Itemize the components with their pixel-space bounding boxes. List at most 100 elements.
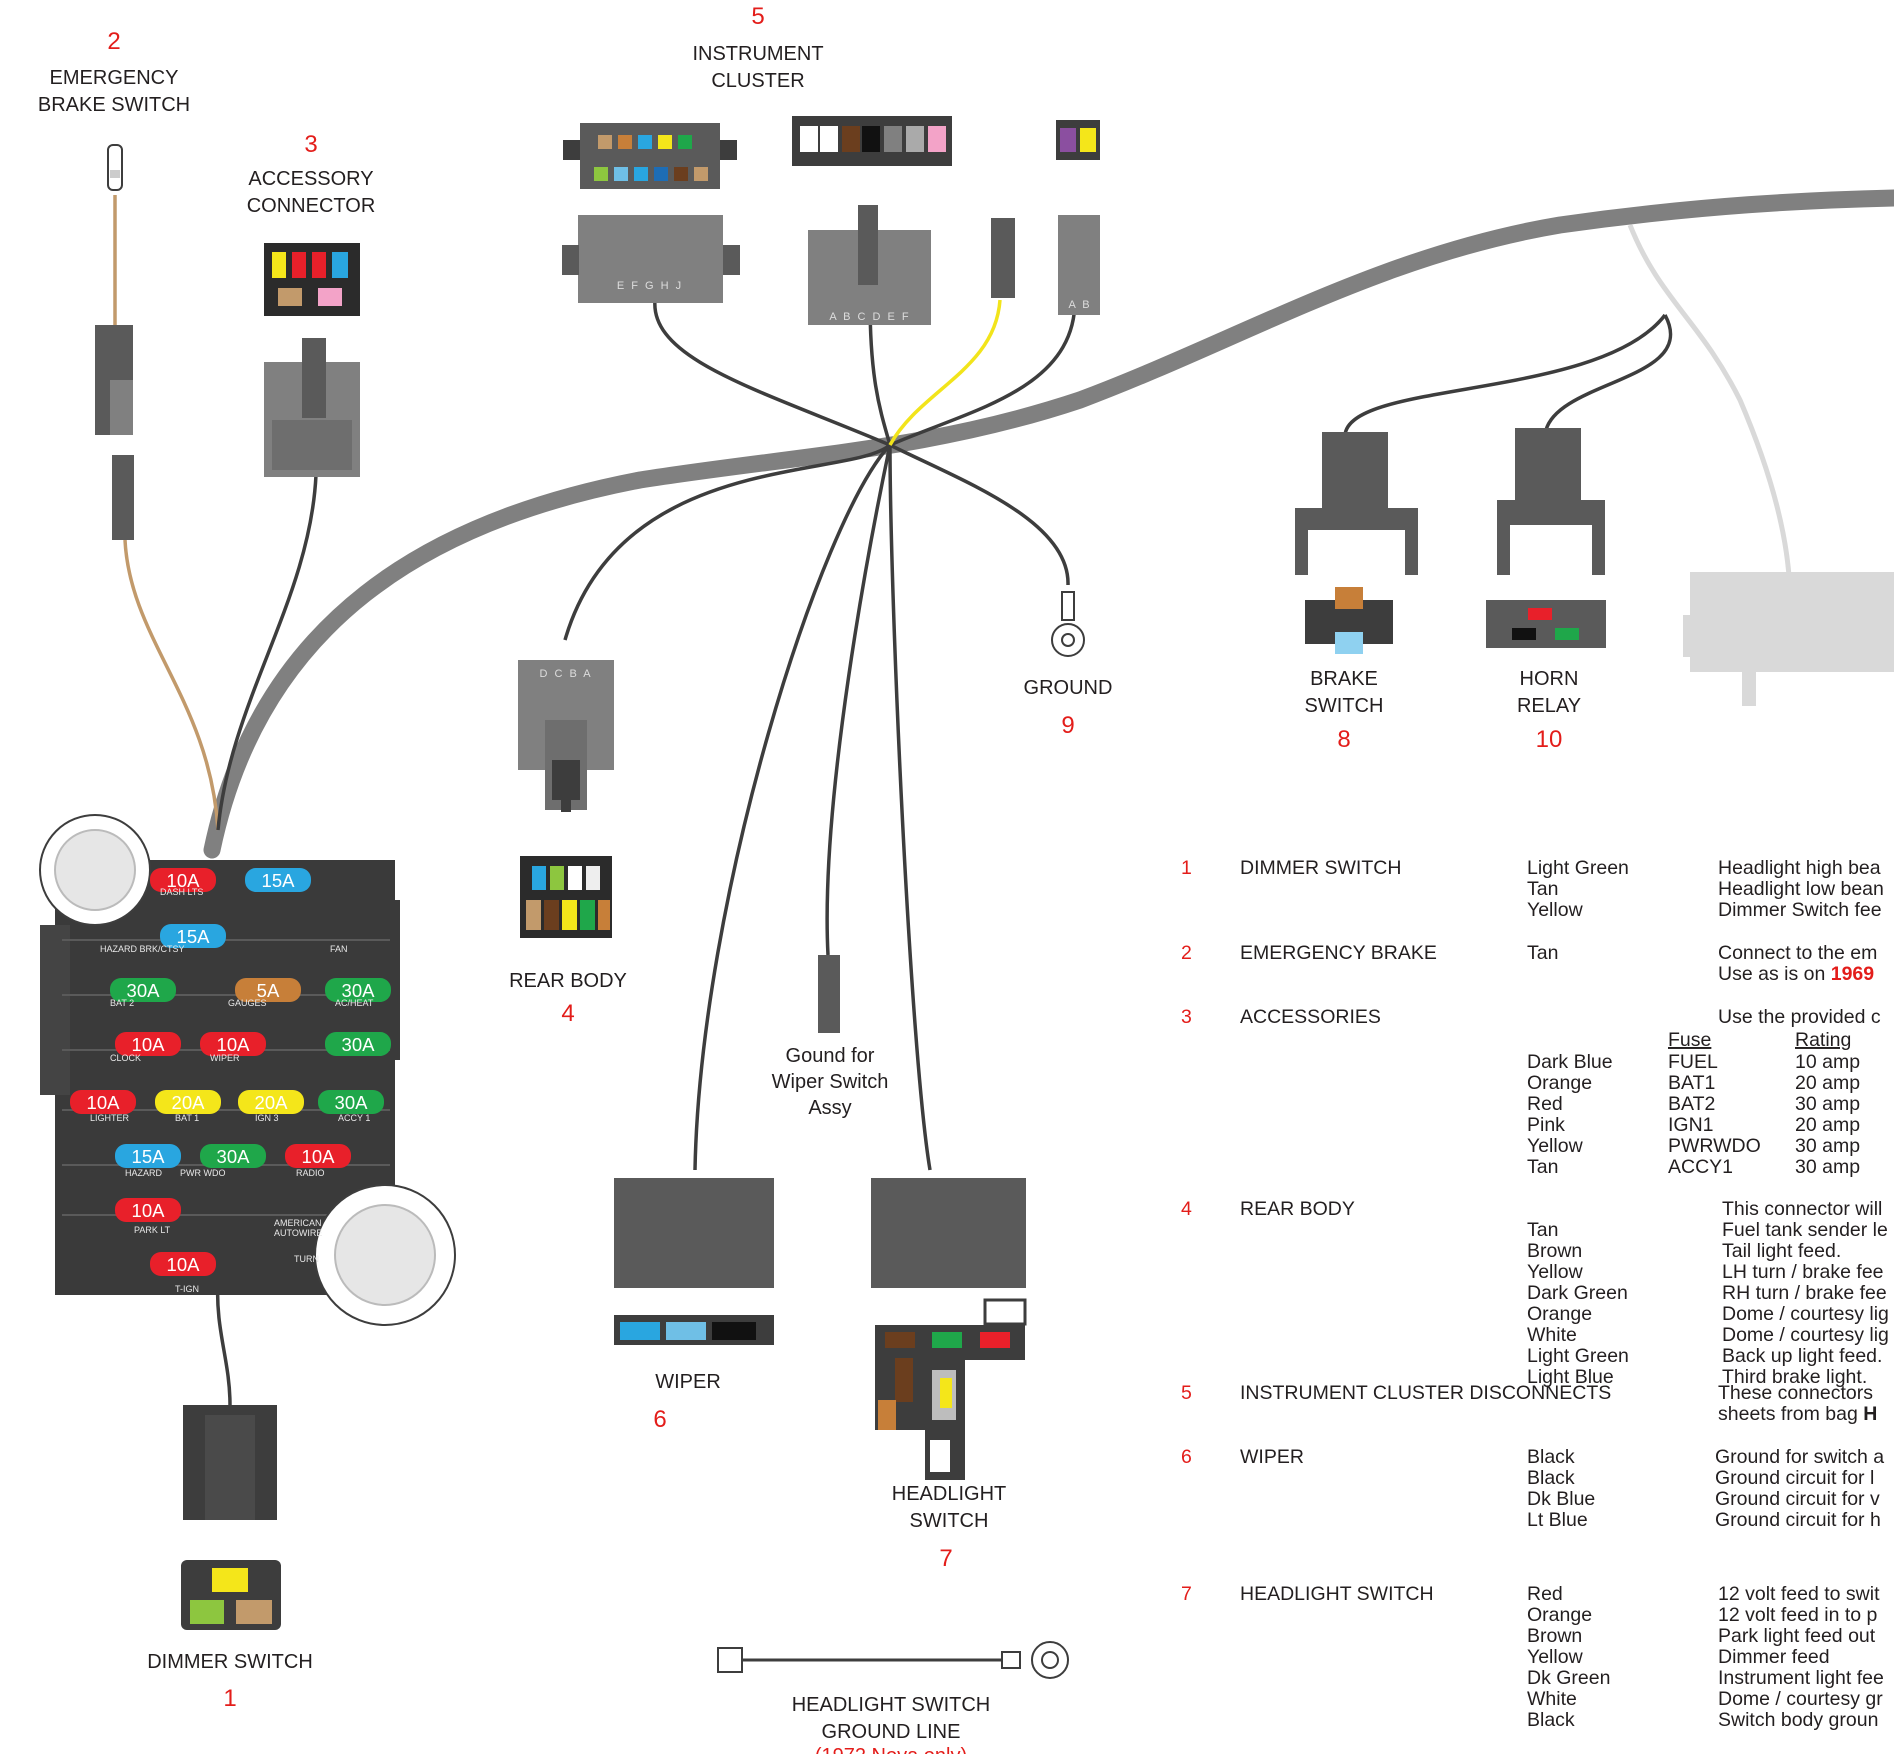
fuse: 20A bbox=[155, 1090, 221, 1114]
rb-desc: Fuel tank sender le bbox=[1722, 1219, 1888, 1241]
row7-num: 7 bbox=[1181, 1583, 1192, 1605]
c8-label-1: BRAKE bbox=[1310, 668, 1378, 690]
acc-rating: 10 amp bbox=[1795, 1051, 1860, 1073]
hl-color: White bbox=[1527, 1688, 1577, 1710]
row3-name: ACCESSORIES bbox=[1240, 1006, 1381, 1028]
row1-color-3: Yellow bbox=[1527, 899, 1584, 921]
c7-num: 7 bbox=[939, 1545, 952, 1572]
acc-rating: 30 amp bbox=[1795, 1156, 1860, 1178]
fuse-label-turn: TURN bbox=[294, 1254, 319, 1264]
acc-color: Tan bbox=[1527, 1156, 1558, 1178]
wiper-color: Black bbox=[1527, 1467, 1575, 1489]
rb-desc: Tail light feed. bbox=[1722, 1240, 1841, 1262]
wiper-desc: Ground circuit for h bbox=[1715, 1509, 1881, 1531]
hl-ground-label-3: (1972 Nova only) bbox=[815, 1745, 967, 1754]
hl-desc: 12 volt feed to swit bbox=[1718, 1583, 1880, 1605]
fuse-body bbox=[115, 1032, 181, 1056]
acc-rating: 30 amp bbox=[1795, 1135, 1860, 1157]
row2-bold-year: 1969 bbox=[1831, 963, 1875, 985]
c10-num: 10 bbox=[1536, 726, 1563, 753]
hl-color: Black bbox=[1527, 1709, 1575, 1731]
fuse-label-fan: FAN bbox=[330, 944, 348, 954]
fuse-label: 30A bbox=[127, 980, 161, 1001]
hl-desc: Park light feed out bbox=[1718, 1625, 1876, 1647]
c7-label-1: HEADLIGHT bbox=[892, 1483, 1006, 1505]
hl-color: Red bbox=[1527, 1583, 1563, 1605]
c5-label-2: CLUSTER bbox=[711, 70, 804, 92]
c6-num: 6 bbox=[653, 1406, 666, 1433]
fuse-body bbox=[235, 978, 301, 1002]
accessory-connector bbox=[264, 243, 360, 477]
fuse-label: 5A bbox=[257, 980, 280, 1001]
fuse-label-autowire: AUTOWIRE bbox=[274, 1228, 322, 1238]
rb-color: Yellow bbox=[1527, 1261, 1584, 1283]
c10-label-1: HORN bbox=[1520, 668, 1579, 690]
acc-color: Orange bbox=[1527, 1072, 1592, 1094]
fuse-label: 10A bbox=[132, 1034, 166, 1055]
fuse: 10A bbox=[200, 1032, 266, 1056]
row2-name: EMERGENCY BRAKE bbox=[1240, 942, 1437, 964]
row5-num: 5 bbox=[1181, 1382, 1192, 1404]
acc-fuse: FUEL bbox=[1668, 1051, 1718, 1073]
fuse: 15A bbox=[160, 924, 226, 948]
hl-color: Brown bbox=[1527, 1625, 1582, 1647]
brake-switch-connector bbox=[1295, 432, 1418, 654]
fuse-label: 30A bbox=[335, 1092, 369, 1113]
fuse: 10A bbox=[115, 1032, 181, 1056]
c5-pins-right: A B bbox=[1068, 299, 1091, 311]
fuse-label: 15A bbox=[262, 870, 296, 891]
c7-label-2: SWITCH bbox=[910, 1510, 989, 1532]
fuse: 30A bbox=[325, 978, 391, 1002]
c9-num: 9 bbox=[1061, 712, 1074, 739]
rb-desc: Back up light feed. bbox=[1722, 1345, 1882, 1367]
rb-desc: Dome / courtesy lig bbox=[1722, 1303, 1889, 1325]
fuse-body bbox=[238, 1090, 304, 1114]
c3-num: 3 bbox=[304, 131, 317, 158]
fuse-body bbox=[318, 1090, 384, 1114]
fuse: 10A bbox=[285, 1144, 351, 1168]
c4-num: 4 bbox=[561, 1000, 574, 1027]
wire-table: 1 DIMMER SWITCH Light Green Tan Yellow H… bbox=[1181, 857, 1889, 1731]
row1-desc-2: Headlight low bean bbox=[1718, 878, 1884, 900]
hl-color: Orange bbox=[1527, 1604, 1592, 1626]
tan-wire bbox=[113, 195, 220, 831]
fuse-label-american: AMERICAN bbox=[274, 1218, 322, 1228]
row2-desc-2: Use as is on 1969 bbox=[1718, 963, 1874, 985]
fuse: 30A bbox=[110, 978, 176, 1002]
fuse-label: 15A bbox=[132, 1146, 166, 1167]
c2-label-1: EMERGENCY bbox=[50, 67, 179, 89]
fuse: 30A bbox=[200, 1144, 266, 1168]
fuse: 15A bbox=[245, 868, 311, 892]
fuse-block bbox=[39, 814, 456, 1326]
wiper-connector bbox=[614, 1178, 774, 1345]
row5-bold-bag: H bbox=[1863, 1403, 1877, 1425]
fuse-body bbox=[200, 1144, 266, 1168]
hl-desc: Dome / courtesy gr bbox=[1718, 1688, 1883, 1710]
rb-color: White bbox=[1527, 1324, 1577, 1346]
fuse-body bbox=[115, 1144, 181, 1168]
rb-color: Light Blue bbox=[1527, 1366, 1614, 1388]
fuse-label: 10A bbox=[302, 1146, 336, 1167]
rb-desc: This connector will bbox=[1722, 1198, 1882, 1220]
headlight-ground-line bbox=[717, 1641, 1069, 1679]
fuse-label-lighter: LIGHTER bbox=[90, 1113, 130, 1123]
rb-desc: Third brake light. bbox=[1722, 1366, 1867, 1388]
fuse-label: 30A bbox=[342, 980, 376, 1001]
row3-desc-1: Use the provided c bbox=[1718, 1006, 1881, 1028]
acc-fuse: PWRWDO bbox=[1668, 1135, 1761, 1157]
fuse-label-clock: CLOCK bbox=[110, 1053, 141, 1063]
fuse-label-t-ign: T-IGN bbox=[175, 1284, 199, 1294]
wiper-desc: Ground circuit for v bbox=[1715, 1488, 1880, 1510]
ground-terminal bbox=[1051, 591, 1085, 657]
fuse-body bbox=[70, 1090, 136, 1114]
row5-desc-1: These connectors bbox=[1718, 1382, 1873, 1404]
c5-pins-mid: A B C D E F bbox=[829, 311, 910, 323]
row7-name: HEADLIGHT SWITCH bbox=[1240, 1583, 1434, 1605]
fuse: 10A bbox=[115, 1198, 181, 1222]
fuse-label: 15A bbox=[177, 926, 211, 947]
row1-name: DIMMER SWITCH bbox=[1240, 857, 1401, 879]
fuse-body bbox=[245, 868, 311, 892]
